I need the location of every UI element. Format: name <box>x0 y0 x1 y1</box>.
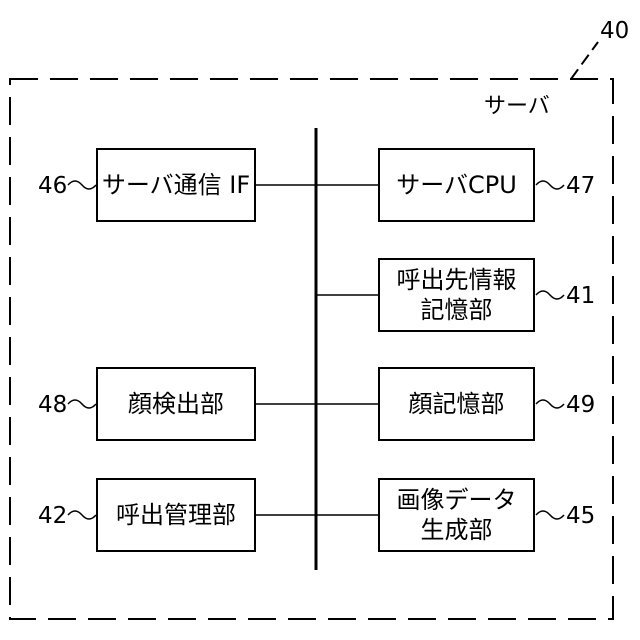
block-face-detection: 顔検出部 <box>96 367 256 441</box>
leader-42 <box>68 511 96 519</box>
block-face-storage: 顔記憶部 <box>378 367 535 441</box>
leader-48 <box>68 400 96 408</box>
leader-40 <box>571 42 598 79</box>
leader-41 <box>536 291 564 299</box>
ref-46: 46 <box>38 173 67 199</box>
server-container-label: サーバ <box>484 94 550 120</box>
leader-45 <box>536 511 564 519</box>
server-container-ref: 40 <box>600 18 629 44</box>
block-call-dest-info-storage: 呼出先情報 記憶部 <box>378 258 535 332</box>
leader-47 <box>536 181 564 189</box>
leader-49 <box>536 400 564 408</box>
leader-46 <box>68 181 96 189</box>
block-call-management: 呼出管理部 <box>96 478 256 552</box>
ref-45: 45 <box>566 503 595 529</box>
block-server-cpu: サーバCPU <box>378 148 535 222</box>
ref-49: 49 <box>566 392 595 418</box>
ref-42: 42 <box>38 503 67 529</box>
block-image-data-generation: 画像データ 生成部 <box>378 478 535 552</box>
ref-41: 41 <box>566 283 595 309</box>
ref-47: 47 <box>566 173 595 199</box>
ref-48: 48 <box>38 392 67 418</box>
block-server-comm-if: サーバ通信 IF <box>96 148 256 222</box>
